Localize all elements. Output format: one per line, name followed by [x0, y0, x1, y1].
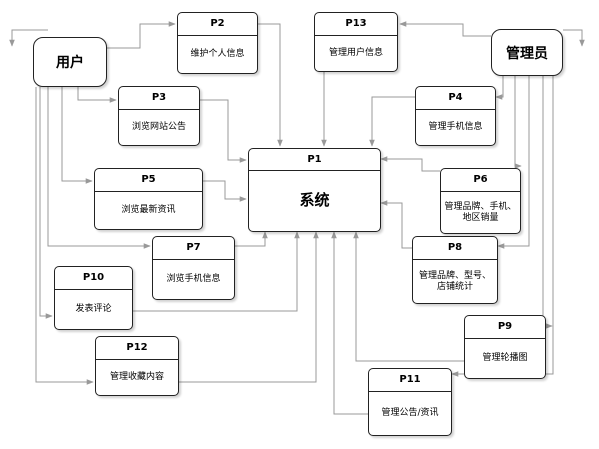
admin-entity-label: 管理员 [506, 45, 548, 62]
process-p5-label: 浏览最新资讯 [121, 205, 176, 215]
process-p1-system: P1 系统 [248, 148, 381, 232]
process-p8: P8 管理品牌、型号、店铺统计 [412, 236, 498, 304]
arrow-user-p3 [77, 87, 117, 103]
arrow-p12-p1 [179, 231, 319, 383]
admin-entity: 管理员 [491, 29, 563, 76]
process-p13-label: 管理用户信息 [328, 48, 383, 58]
process-p3-id: P3 [119, 87, 199, 110]
arrow-admin-p6 [514, 76, 522, 169]
process-p2-id: P2 [178, 13, 257, 36]
process-p7: P7 浏览手机信息 [152, 236, 235, 300]
arrow-user-p5 [61, 87, 93, 184]
arrow-p3-p1 [200, 99, 247, 163]
arrow-p6-p1 [380, 156, 440, 172]
process-p1-label: 系统 [299, 191, 330, 209]
process-p9: P9 管理轮播图 [464, 315, 546, 379]
process-p4: P4 管理手机信息 [415, 86, 496, 146]
process-p13: P13 管理用户信息 [314, 12, 398, 72]
process-p3: P3 浏览网站公告 [118, 86, 200, 146]
process-p12-label: 管理收藏内容 [109, 372, 164, 382]
process-p9-id: P9 [465, 316, 545, 339]
process-p10: P10 发表评论 [54, 266, 133, 330]
arrow-admin-p4 [495, 76, 504, 100]
arrow-p4-p1 [369, 96, 415, 147]
process-p12-id: P12 [96, 337, 178, 360]
arrow-p10-p1 [133, 231, 300, 312]
process-p4-label: 管理手机信息 [428, 122, 483, 132]
arrow-p5-p1 [203, 180, 247, 202]
process-p13-id: P13 [315, 13, 397, 36]
arrow-admin-p9 [542, 76, 553, 329]
arrow-p9-p1 [353, 231, 464, 362]
arrow-user-p2 [107, 21, 176, 49]
process-p12: P12 管理收藏内容 [95, 336, 179, 396]
process-p9-label: 管理轮播图 [482, 353, 528, 363]
process-p8-label: 管理品牌、型号、店铺统计 [418, 270, 491, 292]
arrow-edge-left [9, 29, 48, 47]
arrow-user-p12 [35, 87, 94, 385]
process-p3-label: 浏览网站公告 [131, 122, 186, 132]
process-p7-label: 浏览手机信息 [166, 274, 221, 284]
process-p5-id: P5 [95, 169, 202, 192]
process-p2-label: 维护个人信息 [190, 49, 245, 59]
process-p6-label: 管理品牌、手机、地区销量 [444, 201, 517, 223]
arrow-edge-right [563, 29, 585, 47]
arrow-p2-p1 [258, 23, 283, 147]
process-p8-id: P8 [413, 237, 497, 260]
process-p11: P11 管理公告/资讯 [368, 368, 452, 436]
process-p6-id: P6 [441, 169, 520, 192]
user-entity: 用户 [33, 37, 107, 87]
process-p10-id: P10 [55, 267, 132, 290]
arrow-p11-p1 [331, 231, 368, 415]
process-p10-label: 发表评论 [75, 304, 112, 314]
process-p7-id: P7 [153, 237, 234, 260]
arrow-user-p7 [47, 87, 151, 249]
arrow-admin-p8 [497, 76, 530, 249]
process-p11-label: 管理公告/资讯 [381, 408, 439, 418]
process-p4-id: P4 [416, 87, 495, 110]
process-p6: P6 管理品牌、手机、地区销量 [440, 168, 521, 234]
arrow-p7-p1 [235, 231, 268, 247]
process-p5: P5 浏览最新资讯 [94, 168, 203, 230]
arrow-user-p10 [39, 87, 53, 319]
process-p1-id: P1 [249, 149, 380, 171]
arrow-p8-p1 [380, 200, 412, 249]
arrow-admin-p13 [399, 21, 491, 37]
process-p2: P2 维护个人信息 [177, 12, 258, 74]
user-entity-label: 用户 [56, 55, 84, 71]
process-p11-id: P11 [369, 369, 451, 392]
